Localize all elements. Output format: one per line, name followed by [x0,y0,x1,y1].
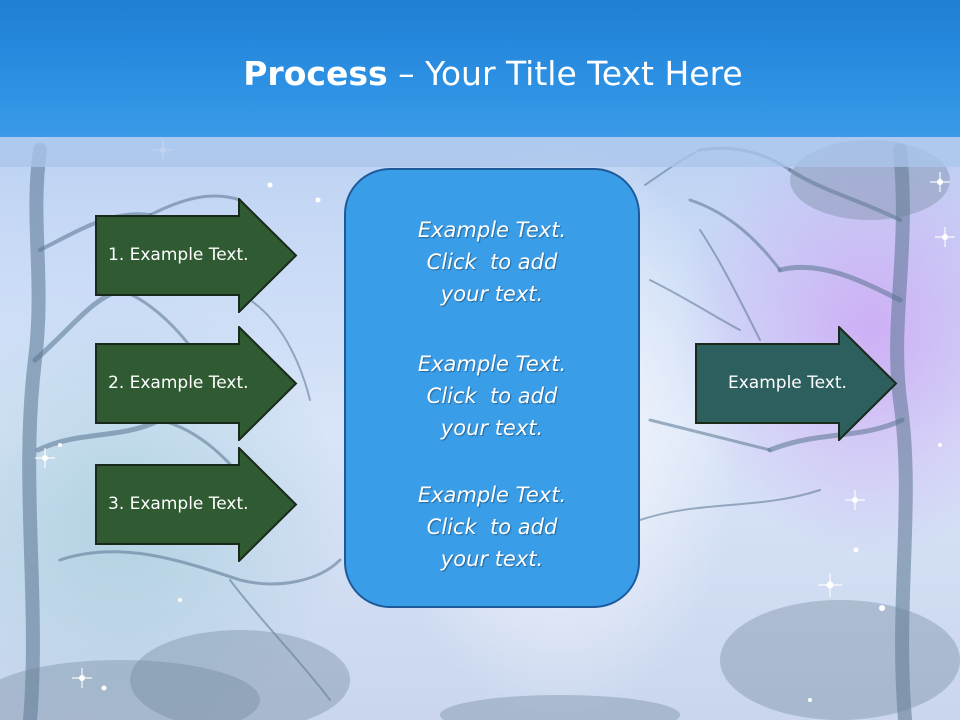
title-bar-band [0,137,960,167]
center-text-block-3: Example Text. Click to add your text. [346,479,638,575]
center-text-line: Example Text. [417,218,567,242]
page-title[interactable]: Process – Your Title Text Here [0,52,960,96]
step-arrow-1-shape [95,198,298,313]
step-arrow-1-label: 1. Example Text. [108,245,249,265]
step-arrow-2[interactable]: 2. Example Text. [94,326,298,441]
center-text-line: Click to add [426,250,558,274]
center-text-line: your text. [440,547,544,571]
center-text-line: your text. [440,282,544,306]
step-arrow-2-label: 2. Example Text. [108,373,249,393]
step-arrow-1[interactable]: 1. Example Text. [94,198,298,313]
title-rest-part: – Your Title Text Here [387,54,743,93]
step-arrow-3[interactable]: 3. Example Text. [94,447,298,562]
title-bar [0,0,960,137]
center-text-line: your text. [440,416,544,440]
center-text-block-2: Example Text. Click to add your text. [346,348,638,444]
title-bold-part: Process [243,54,388,93]
result-arrow[interactable]: Example Text. [694,326,898,441]
center-text-line: Example Text. [417,352,567,376]
center-text-block-1: Example Text. Click to add your text. [346,214,638,310]
step-arrow-2-shape [95,326,298,441]
center-text-line: Example Text. [417,483,567,507]
center-text-box[interactable]: Example Text. Click to add your text. Ex… [344,168,640,608]
center-text-line: Click to add [426,384,558,408]
result-arrow-label: Example Text. [728,373,847,393]
step-arrow-3-label: 3. Example Text. [108,494,249,514]
result-arrow-shape [695,326,898,441]
center-text-line: Click to add [426,515,558,539]
step-arrow-3-shape [95,447,298,562]
